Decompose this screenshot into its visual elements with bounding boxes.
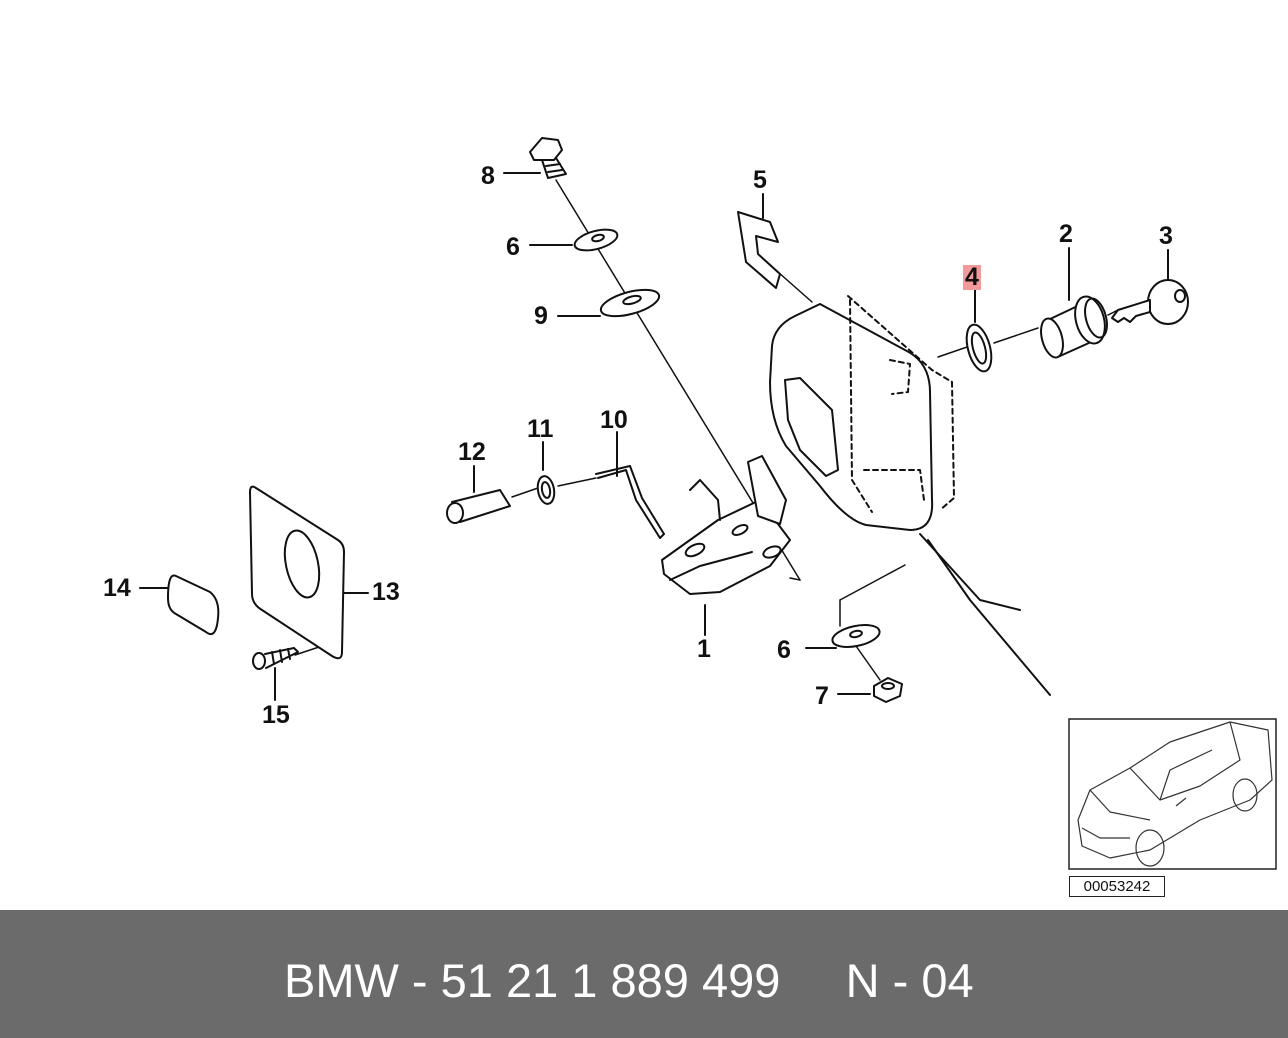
label-4-highlighted: 4 <box>963 263 981 291</box>
label-11: 11 <box>527 415 554 443</box>
vehicle-locator-image <box>1068 718 1277 870</box>
label-5: 5 <box>753 166 767 194</box>
parts-diagram <box>139 137 1277 870</box>
label-14: 14 <box>103 574 131 602</box>
label-13: 13 <box>372 578 400 606</box>
label-3: 3 <box>1159 222 1173 250</box>
label-8: 8 <box>481 162 495 190</box>
label-1: 1 <box>697 635 711 663</box>
label-6-lower: 6 <box>777 636 791 664</box>
footer-bar <box>0 910 1288 1038</box>
label-12: 12 <box>458 438 486 466</box>
label-15: 15 <box>262 701 290 729</box>
label-10: 10 <box>600 406 628 434</box>
label-9: 9 <box>534 302 548 330</box>
diagram-reference-number: 00053242 <box>1069 876 1165 897</box>
label-2: 2 <box>1059 220 1073 248</box>
part-number-caption: BMW - 51 21 1 889 499 N - 04 <box>284 954 974 1007</box>
label-7: 7 <box>815 682 829 710</box>
label-6-upper: 6 <box>506 233 520 261</box>
